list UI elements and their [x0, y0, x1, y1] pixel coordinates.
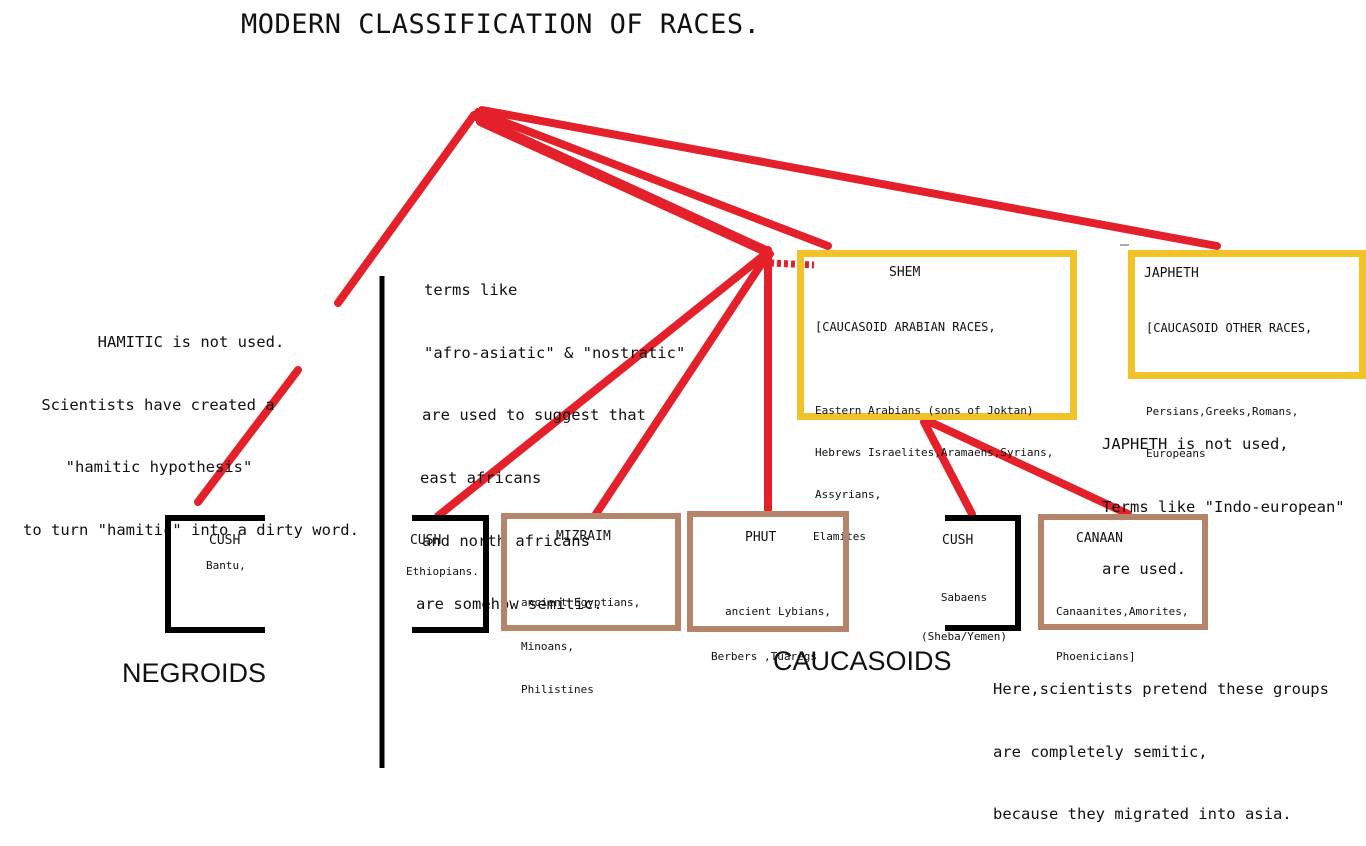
arrow-hamitic-to-cush-bantu — [194, 366, 302, 506]
cush-sabaens-line: Sabaens — [940, 591, 988, 604]
japheth-note-line: Terms like "Indo-european" — [1102, 497, 1345, 516]
cush-bantu-desc: Bantu, — [206, 559, 246, 572]
afroasiatic-note-line: terms like — [424, 280, 518, 299]
shem-line: Hebrews Israelites,Aramaens,Syrians, — [815, 446, 1054, 459]
mizraim-line: Philistines — [521, 683, 594, 696]
canaan-box: CANAAN Canaanites,Amorites, Phoenicians] — [1038, 514, 1208, 663]
arrow-to-hamitic — [334, 111, 478, 307]
japheth-note-line: JAPHETH is not used, — [1102, 434, 1289, 453]
arrow-to-japheth — [478, 106, 1221, 250]
japheth-details: [CAUCASOID OTHER RACES, Persians,Greeks,… — [1146, 293, 1312, 489]
mizraim-details: ancient Egyptians, Minoans, Philistines — [521, 567, 640, 727]
phut-line: Berbers ,Tuaregs — [711, 650, 817, 663]
shem-line: Eastern Arabians (sons of Joktan) — [815, 404, 1034, 417]
shem-box: SHEM [CAUCASOID ARABIAN RACES, Eastern A… — [797, 250, 1077, 543]
japheth-note: JAPHETH is not used, Terms like "Indo-eu… — [1102, 392, 1345, 601]
phut-details: ancient Lybians, Berbers ,Tuaregs — [711, 574, 831, 694]
arrow-shem-to-canaan — [922, 416, 1132, 518]
shem-line: Assyrians, — [815, 488, 882, 501]
mizraim-box: MIZRAIM ancient Egyptians, Minoans, Phil… — [501, 513, 681, 696]
japheth-title: JAPHETH — [1144, 266, 1199, 281]
cush-bantu-bracket: CUSH Bantu, — [165, 515, 265, 633]
arrow-hub-to-mizraim — [592, 250, 772, 518]
caucasoids-label: CAUCASOIDS — [773, 646, 952, 676]
shem-line — [815, 362, 1053, 376]
dashed-link-to-shem — [769, 259, 815, 269]
mizraim-line: ancient Egyptians, — [521, 596, 641, 609]
cush-ethiopians-desc: Ethiopians. — [406, 565, 479, 578]
canaan-line: Phoenicians] — [1056, 650, 1136, 663]
afroasiatic-note-line: east africans — [420, 469, 542, 488]
japheth-line: Europeans — [1146, 447, 1206, 460]
phut-box: PHUT ancient Lybians, Berbers ,Tuaregs — [687, 511, 849, 663]
cush-sabaens-line: (Sheba/Yemen) — [920, 630, 1008, 643]
afroasiatic-note-line: and north africans — [422, 531, 590, 550]
shem-line: [CAUCASOID ARABIAN RACES, — [815, 320, 996, 334]
cush-sabaens-details: Sabaens (Sheba/Yemen) — [915, 565, 1013, 669]
cush-sabaens-title: CUSH — [942, 533, 974, 548]
shem-title: SHEM — [889, 265, 921, 280]
canaan-title: CANAAN — [1076, 531, 1123, 546]
hamitic-note-line: to turn "hamitic" into a dirty word. — [23, 521, 359, 540]
hamitic-note-line: Scientists have created a — [41, 395, 275, 414]
here-note-line: Here,scientists pretend these groups — [993, 679, 1329, 698]
cush-bantu-title: CUSH — [209, 533, 241, 548]
arrow-to-afroasiatic-hub-2 — [476, 118, 774, 258]
here-note: Here,scientists pretend these groups are… — [993, 637, 1329, 846]
cush-ethiopians-bracket: CUSH Ethiopians. — [406, 515, 489, 633]
afroasiatic-note-line: "afro-asiatic" & "nostratic" — [424, 343, 686, 362]
arrow-hub-to-cush-ethiopians — [434, 248, 772, 520]
phut-title: PHUT — [745, 530, 777, 545]
here-note-line: because they migrated into asia. — [993, 805, 1292, 824]
canaan-details: Canaanites,Amorites, Phoenicians] — [1056, 574, 1188, 694]
cush-sabaens-bracket: CUSH Sabaens (Sheba/Yemen) — [921, 515, 1021, 643]
negroids-label: NEGROIDS — [122, 658, 267, 688]
hamitic-note-line: HAMITIC is not used. — [97, 332, 285, 351]
page-title: MODERN CLASSIFICATION OF RACES. — [241, 9, 761, 40]
arrow-shem-to-cush-sabaens — [920, 418, 976, 518]
here-note-line: are completely semitic, — [993, 742, 1208, 761]
japheth-line: [CAUCASOID OTHER RACES, — [1146, 321, 1313, 335]
mizraim-line: Minoans, — [521, 639, 574, 653]
shem-line: Elamites — [813, 530, 866, 543]
phut-line: ancient Lybians, — [725, 605, 831, 618]
japheth-note-line: are used. — [1102, 560, 1186, 579]
mizraim-title: MIZRAIM — [556, 529, 611, 544]
hamitic-note-line: "hamitic hypothesis" — [65, 458, 253, 477]
shem-details: [CAUCASOID ARABIAN RACES, Eastern Arabia… — [813, 292, 1054, 572]
arrow-to-shem — [474, 108, 832, 250]
cush-ethiopians-title: CUSH — [410, 533, 442, 548]
canaan-line: Canaanites,Amorites, — [1056, 605, 1189, 618]
hamitic-note: HAMITIC is not used. Scientists have cre… — [6, 290, 376, 562]
japheth-line: Persians,Greeks,Romans, — [1146, 405, 1299, 418]
japheth-line — [1146, 363, 1312, 377]
afroasiatic-note: terms like "afro-asiatic" & "nostratic" … — [416, 238, 685, 636]
japheth-box: JAPHETH [CAUCASOID OTHER RACES, Persians… — [1128, 250, 1366, 460]
afroasiatic-note-line: are used to suggest that — [422, 406, 646, 425]
connector-lines — [194, 106, 1221, 768]
